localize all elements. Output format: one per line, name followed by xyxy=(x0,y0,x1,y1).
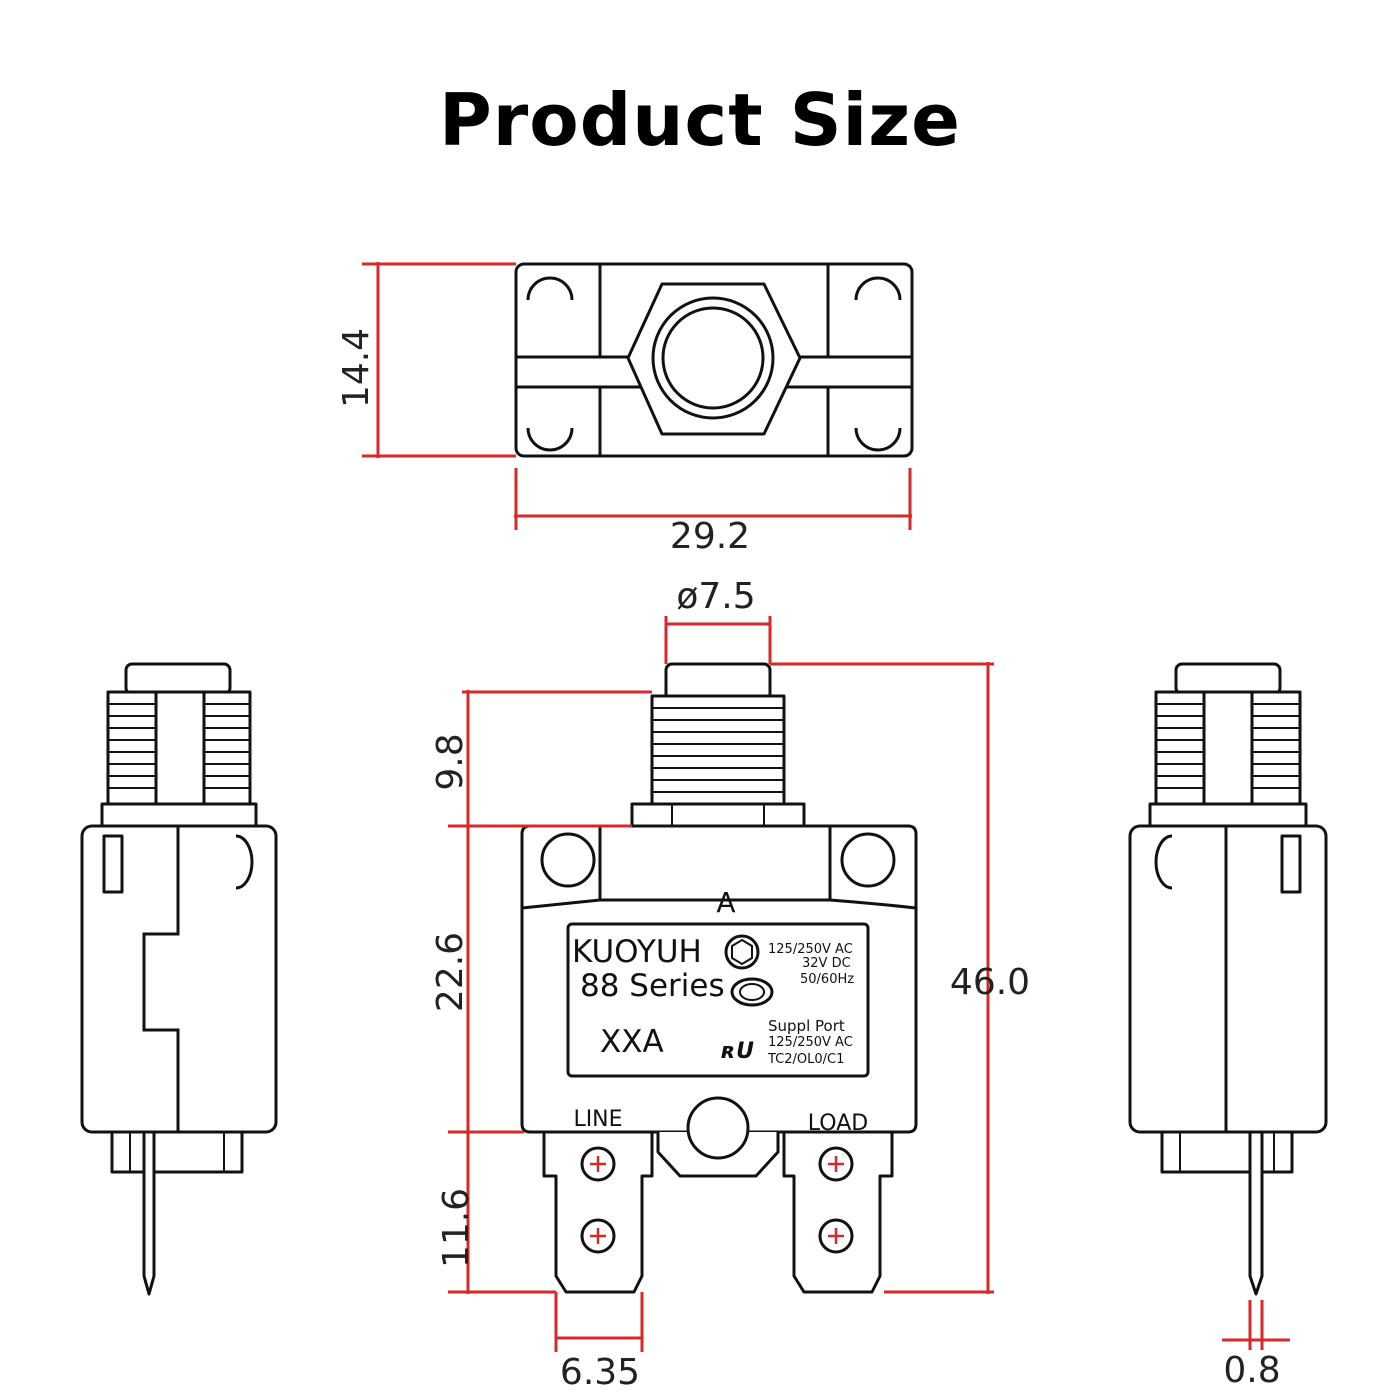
dimension-terminal-thickness: 0.8 xyxy=(1223,1350,1280,1391)
terminal-thickness-dimension xyxy=(1222,1300,1290,1350)
front-view: ʀU xyxy=(520,662,918,1294)
top-view-dimensions xyxy=(362,262,912,530)
left-thread-lines xyxy=(108,703,250,789)
dimension-height-top: 14.4 xyxy=(336,328,377,408)
suppl-line-2: 125/250V AC xyxy=(768,1035,853,1050)
terminal-label-load: LOAD xyxy=(808,1111,868,1136)
spec-line-2: 32V DC xyxy=(802,956,851,971)
dimension-width-top: 29.2 xyxy=(670,516,750,557)
model-name: XXA xyxy=(600,1024,664,1060)
dimension-button-height: 9.8 xyxy=(430,733,471,790)
spec-line-3: 50/60Hz xyxy=(800,972,854,987)
ul-mark-icon: ʀU xyxy=(721,1039,754,1064)
suppl-line-1: Suppl Port xyxy=(768,1017,845,1035)
dimension-body-height: 22.6 xyxy=(430,932,471,1012)
terminal-label-line: LINE xyxy=(573,1107,622,1132)
right-side-view xyxy=(1128,662,1328,1296)
rating-letter: A xyxy=(716,886,735,919)
left-side-view xyxy=(80,662,278,1296)
top-view xyxy=(514,262,914,458)
dimension-total-height: 46.0 xyxy=(950,962,1030,1003)
dimension-terminal-width: 6.35 xyxy=(560,1352,640,1393)
front-view-dimensions xyxy=(448,616,994,1352)
page-title: Product Size xyxy=(439,78,961,162)
dimension-terminal-height: 11.6 xyxy=(436,1188,477,1268)
dimension-button-diameter: ø7.5 xyxy=(676,576,755,617)
brand-name: KUOYUH xyxy=(572,934,702,970)
button-thread-lines xyxy=(652,707,784,793)
suppl-line-3: TC2/OL0/C1 xyxy=(767,1052,844,1067)
spec-line-1: 125/250V AC xyxy=(768,942,853,957)
right-thread-lines xyxy=(1156,703,1300,789)
series-name: 88 Series xyxy=(580,968,725,1004)
